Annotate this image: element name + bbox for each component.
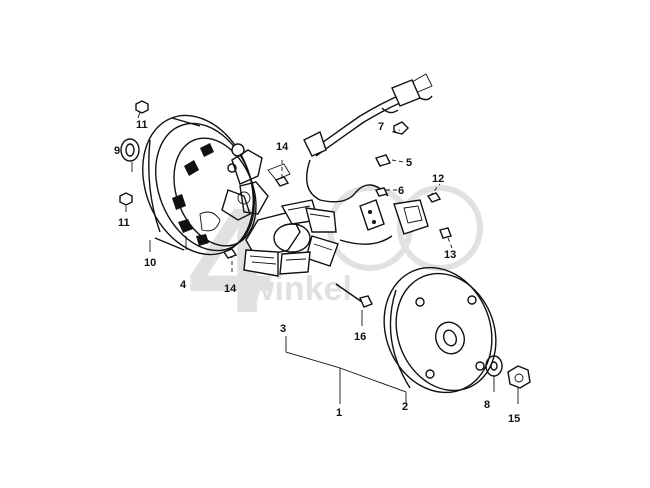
callout-12: 12: [432, 173, 444, 185]
fasteners: [119, 100, 531, 389]
callout-13: 13: [444, 249, 456, 261]
part-wire-harness: [267, 73, 433, 245]
part-flywheel: [383, 266, 497, 394]
watermark-text: winkel: [247, 270, 352, 308]
callout-6: 6: [398, 185, 404, 197]
part-cover: [142, 114, 257, 256]
callout-14-top: 14: [276, 141, 289, 153]
callout-15: 15: [508, 413, 520, 425]
callout-5: 5: [406, 157, 412, 169]
callout-2: 2: [402, 401, 408, 413]
callout-3: 3: [280, 323, 286, 335]
callout-7: 7: [378, 121, 384, 133]
callout-16: 16: [354, 331, 366, 343]
callout-14-left: 14: [224, 283, 237, 295]
callout-11-top: 11: [136, 119, 148, 131]
part-pickup-coil: [359, 199, 429, 235]
callout-9: 9: [114, 145, 120, 157]
callout-labels: 11 9 11 10 4 14 14 7 5 6 12 13 3 16 1 2 …: [114, 119, 520, 425]
callout-11-bottom: 11: [118, 217, 130, 229]
leader-lines: [125, 111, 519, 404]
callout-1: 1: [336, 407, 342, 419]
callout-10: 10: [144, 257, 156, 269]
callout-8: 8: [484, 399, 490, 411]
part-base-plate: [221, 149, 269, 221]
part-stator-coil: [243, 199, 339, 277]
callout-4: 4: [180, 279, 187, 291]
